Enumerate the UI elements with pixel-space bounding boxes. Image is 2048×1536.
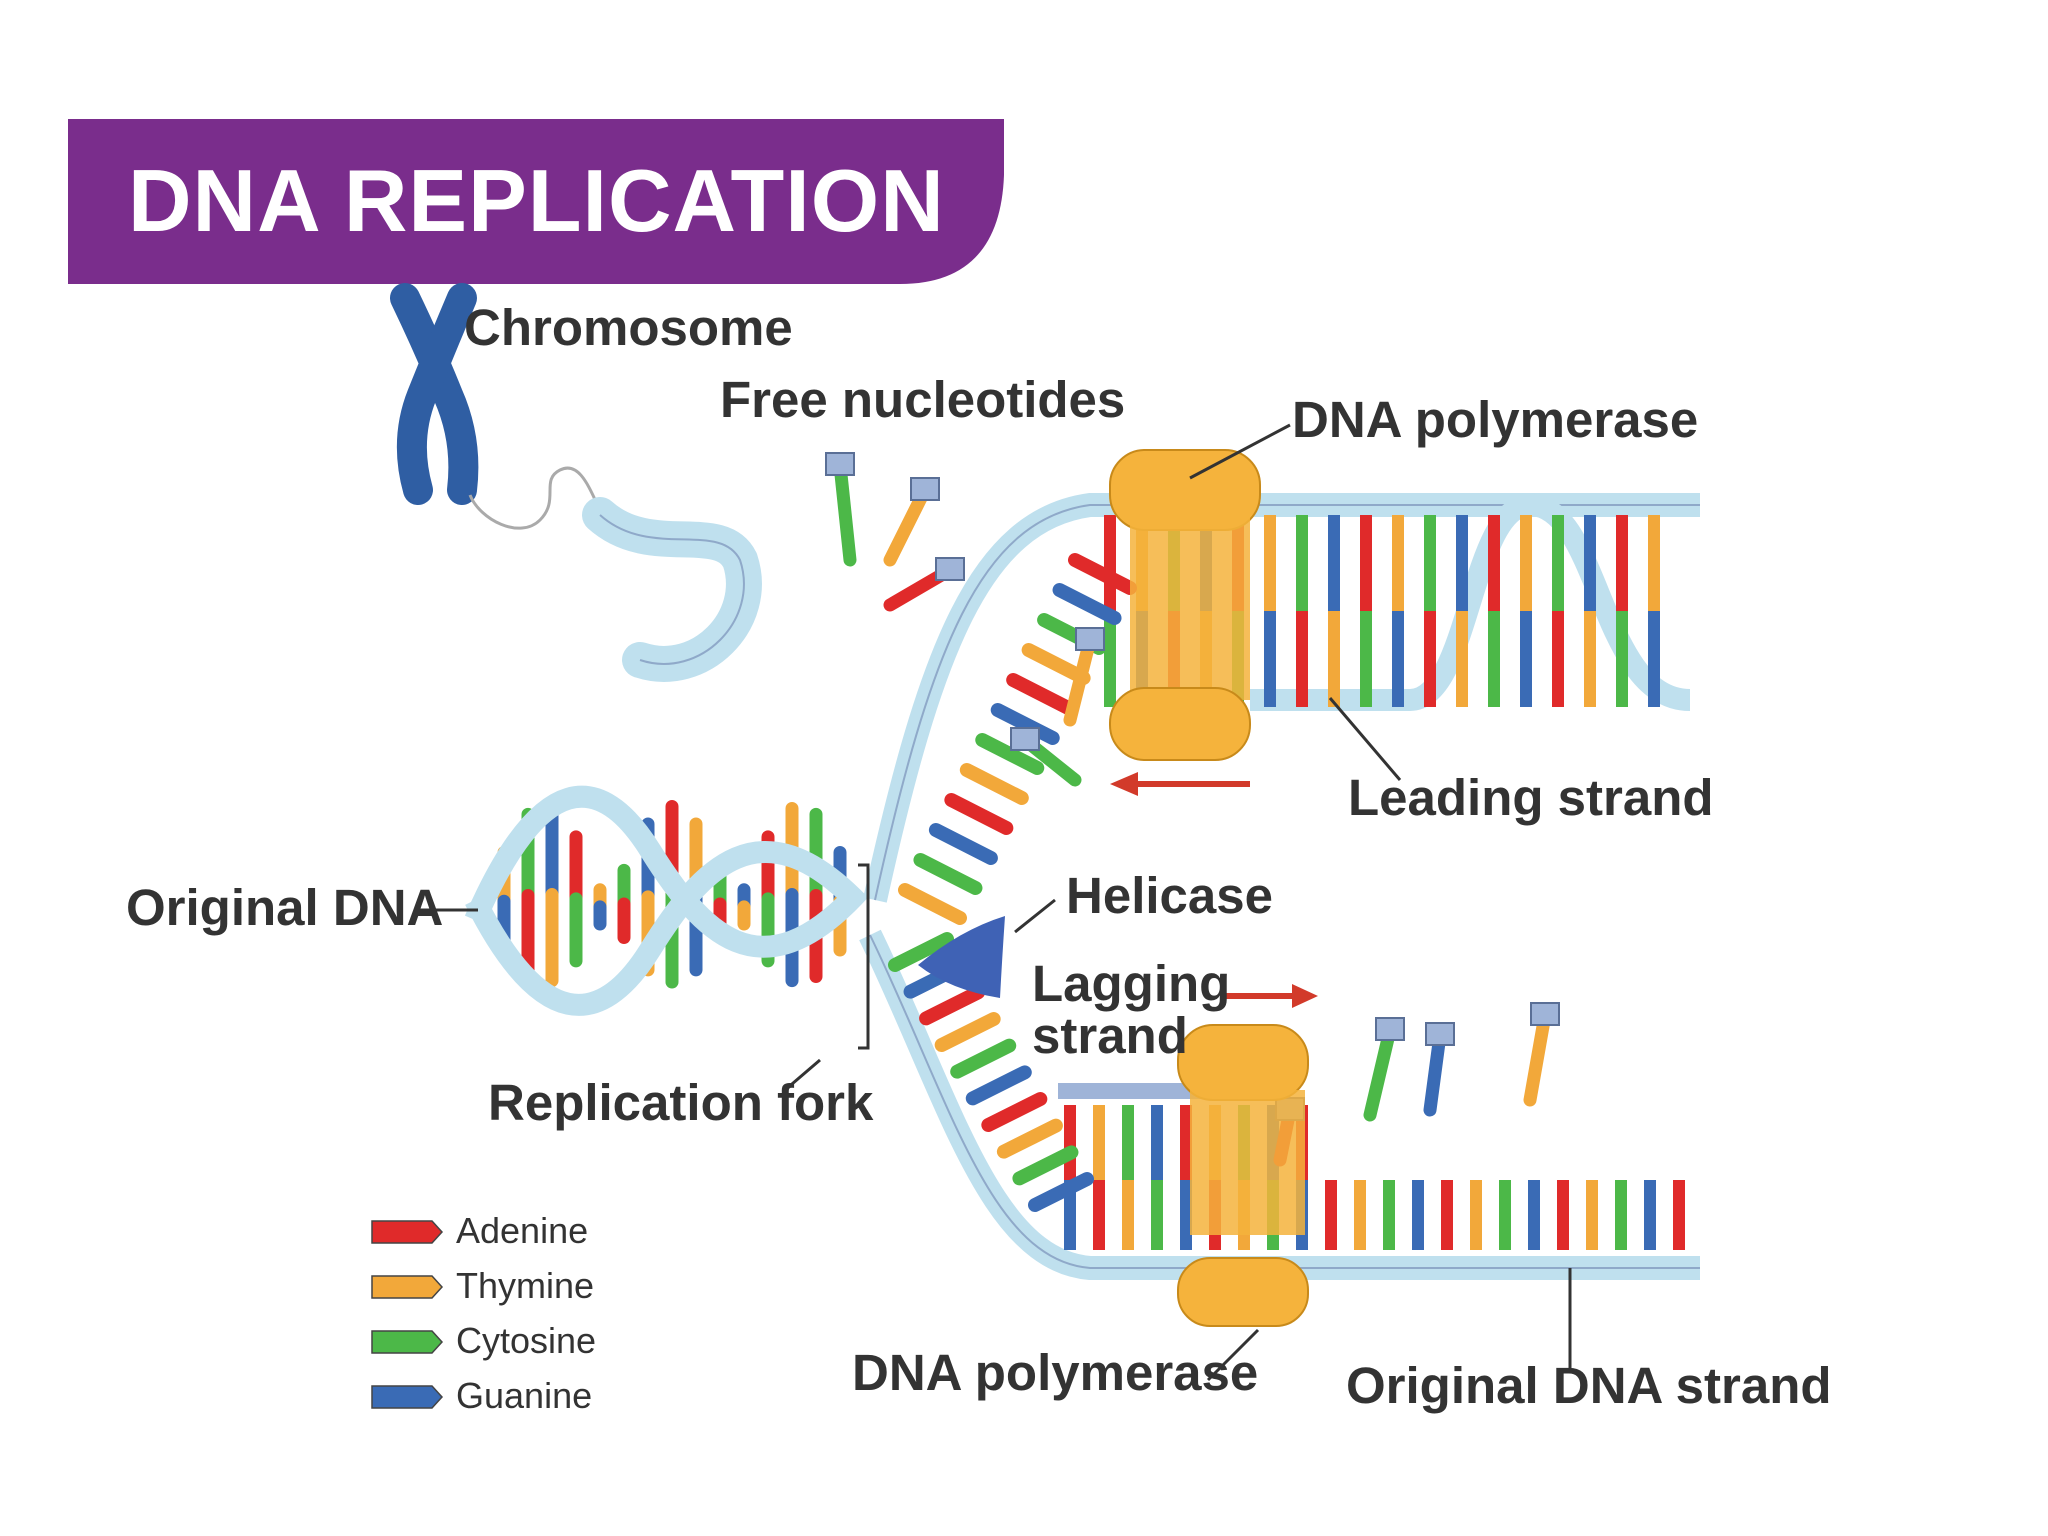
base — [944, 793, 1014, 835]
legend-label-cytosine: Cytosine — [456, 1320, 597, 1361]
dna-polymerase-top-icon — [1109, 449, 1261, 761]
backbone-edge — [874, 504, 1700, 901]
helicase-icon — [918, 916, 1005, 998]
base — [1012, 1145, 1079, 1186]
legend-swatch-guanine — [371, 1385, 444, 1409]
chromosome-icon — [390, 283, 602, 530]
base — [1068, 553, 1137, 595]
original-dna-helix — [464, 785, 869, 1016]
nucleotide-phosphate — [1530, 1002, 1560, 1026]
leader-lines — [418, 423, 1572, 1382]
base — [959, 763, 1029, 805]
free-nucleotide — [1523, 1008, 1552, 1107]
free-nucleotide — [883, 483, 932, 567]
free-nucleotide — [1423, 1028, 1447, 1117]
base — [898, 883, 967, 925]
label-chromosome: Chromosome — [464, 299, 793, 356]
backbone — [464, 785, 869, 958]
base — [975, 733, 1045, 775]
free-nucleotide — [833, 458, 857, 567]
nucleotide-phosphate — [1075, 627, 1105, 651]
label-free-nucleotides: Free nucleotides — [720, 371, 1126, 428]
base — [934, 1012, 1001, 1052]
label-helicase: Helicase — [1066, 867, 1273, 924]
base — [1052, 583, 1122, 625]
base — [981, 1092, 1048, 1132]
base — [965, 1065, 1032, 1106]
label-replication-fork: Replication fork — [488, 1074, 874, 1131]
label-dna-polymerase-bottom: DNA polymerase — [852, 1344, 1259, 1401]
direction-arrow-top — [1110, 772, 1250, 796]
base — [996, 1118, 1063, 1159]
label-leading-strand: Leading strand — [1348, 769, 1714, 826]
base — [913, 853, 983, 895]
base — [950, 1038, 1017, 1079]
legend-label-guanine: Guanine — [456, 1375, 593, 1416]
base — [928, 823, 998, 865]
dna-polymerase-bottom-icon — [1177, 1024, 1309, 1327]
label-original-dna: Original DNA — [126, 879, 444, 936]
nucleotide-phosphate — [1425, 1022, 1455, 1046]
legend — [371, 1220, 444, 1409]
title-banner — [68, 119, 1004, 284]
legend-swatch-cytosine — [371, 1330, 444, 1354]
direction-arrow-bottom — [1225, 984, 1318, 1008]
coiled-dna — [582, 497, 762, 682]
backbone-edge — [869, 934, 1700, 1269]
nucleotide-phosphate — [1010, 727, 1040, 751]
label-original-dna-strand: Original DNA strand — [1346, 1357, 1832, 1414]
legend-label-thymine: Thymine — [456, 1265, 595, 1306]
base — [1021, 643, 1091, 685]
free-nucleotide — [1063, 633, 1097, 727]
base — [888, 932, 954, 972]
backbone — [465, 840, 868, 1016]
nucleotide-phosphate — [935, 557, 965, 581]
legend-swatch-adenine — [371, 1220, 444, 1244]
leading-strand-helix — [863, 493, 1700, 925]
base — [990, 703, 1060, 745]
base — [1006, 673, 1076, 715]
base — [1028, 1172, 1094, 1212]
label-lagging-strand: Lagging strand — [1032, 955, 1231, 1065]
free-nucleotide — [1363, 1023, 1397, 1122]
nucleotide-phosphate — [910, 477, 940, 501]
base — [919, 985, 986, 1026]
legend-swatch-thymine — [371, 1275, 444, 1299]
legend-label-adenine: Adenine — [456, 1210, 589, 1251]
nucleotide-phosphate — [825, 452, 855, 476]
nucleotide-phosphate — [1375, 1017, 1405, 1041]
label-dna-polymerase-top: DNA polymerase — [1292, 391, 1699, 448]
page-title: DNA REPLICATION — [128, 151, 945, 250]
